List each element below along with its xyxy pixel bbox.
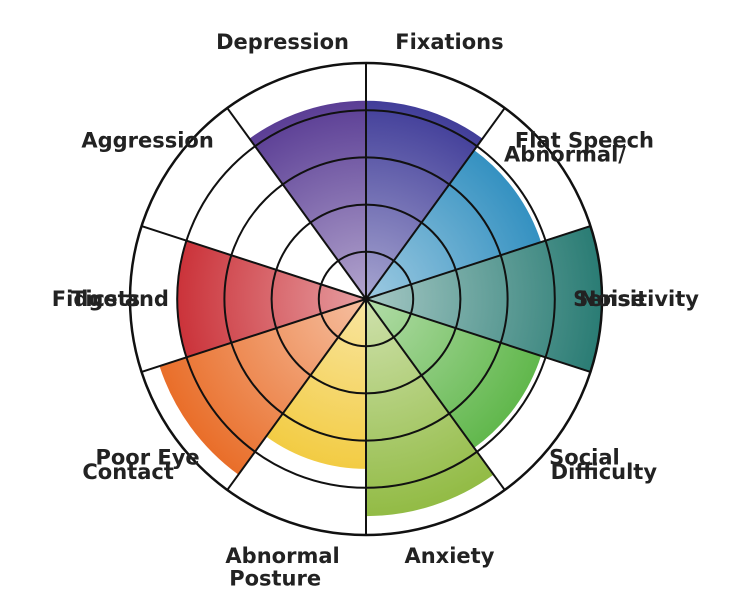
label-line: Anxiety — [404, 544, 494, 568]
label-noise-sensitivity: NoiseSensitivity — [573, 287, 699, 311]
spoke — [365, 298, 506, 491]
label-anxiety: Anxiety — [404, 544, 494, 568]
label-line: Posture — [229, 567, 321, 591]
spoke — [226, 298, 367, 491]
label-line: Difficulty — [551, 460, 658, 484]
wedge-abnormal-posture — [266, 299, 366, 469]
label-depression: Depression — [216, 30, 349, 54]
label-line: Aggression — [81, 128, 214, 152]
label-fixations: Fixations — [395, 30, 503, 54]
spoke — [141, 298, 367, 373]
wedge-fixations — [366, 100, 483, 299]
label-line: Contact — [82, 460, 174, 484]
label-aggression: Aggression — [81, 128, 214, 152]
wedge-depression — [249, 100, 366, 299]
label-line: Fidgets — [52, 287, 140, 311]
label-line: Abnormal/ — [504, 142, 626, 166]
label-tics-and-fidgets: Tics andFidgets — [52, 287, 169, 311]
spoke — [226, 107, 367, 300]
label-line: Noise — [579, 287, 645, 311]
wedge-noise-sensitivity — [366, 226, 602, 372]
wedge-poor-eye-contact — [159, 299, 366, 475]
wedge-social-difficulty — [366, 299, 542, 448]
label-line: Sensitivity — [573, 287, 699, 311]
spoke — [365, 298, 591, 373]
spoke — [365, 107, 506, 300]
spoke — [141, 225, 367, 300]
spoke — [365, 225, 591, 300]
label-line: Fixations — [395, 30, 503, 54]
label-line: Tics and — [71, 287, 169, 311]
spokes-layer — [141, 63, 591, 535]
label-abnormal-flat-speech: Abnormal/Flat Speech — [504, 128, 654, 166]
label-line: Social — [549, 446, 620, 470]
label-line: Depression — [216, 30, 349, 54]
label-line: Abnormal — [225, 544, 339, 568]
label-line: Poor Eye — [95, 446, 199, 470]
label-line: Flat Speech — [515, 128, 654, 152]
wedge-abnormal-flat-speech — [366, 150, 542, 299]
